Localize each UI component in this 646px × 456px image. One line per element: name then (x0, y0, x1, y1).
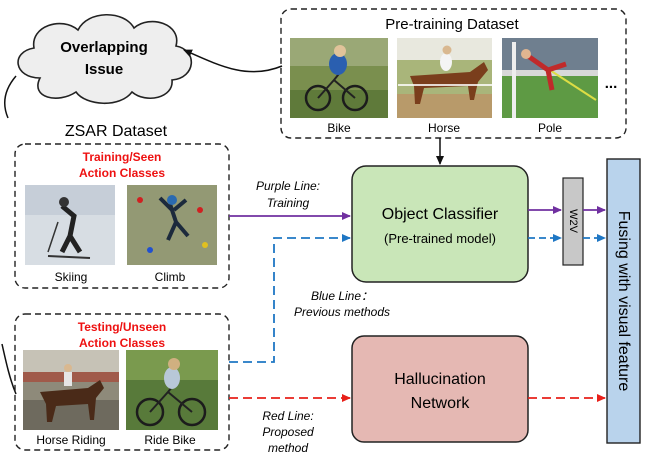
zsar-title: ZSAR Dataset (65, 123, 168, 140)
pretraining-label-horse: Horse (428, 121, 460, 135)
hallucination-title-line1: Hallucination (394, 371, 486, 388)
red-line-label-1: Red Line: (262, 409, 313, 423)
red-line-label-3: method (268, 441, 308, 455)
pretraining-label-bike: Bike (327, 121, 351, 135)
arrow-to-cloud (183, 49, 283, 73)
hallucination-network-box: Hallucination Network (351, 335, 529, 443)
blue-previous-methods-line (229, 234, 351, 363)
blue-line-label-1: Blue Line： (311, 289, 373, 303)
seen-classes-box: Training/Seen Action Classes Skiing Clim… (14, 143, 230, 289)
pretraining-dataset-box: Pre-training Dataset Bike Horse (280, 8, 627, 139)
pretraining-title: Pre-training Dataset (385, 16, 519, 33)
cloud-text-line1: Overlapping (60, 39, 148, 56)
left-arc-line (3, 75, 17, 119)
hallucination-title-line2: Network (411, 395, 471, 412)
classifier-title: Object Classifier (382, 206, 499, 223)
object-classifier-box: Object Classifier (Pre-trained model) (351, 165, 529, 283)
seen-heading-line1: Training/Seen (83, 150, 162, 164)
unseen-heading-line1: Testing/Unseen (78, 320, 166, 334)
red-line-label-2: Proposed (262, 425, 314, 439)
seen-label-climb: Climb (155, 270, 186, 284)
cloud-text-line2: Issue (85, 61, 123, 78)
unseen-label-horse-riding: Horse Riding (36, 433, 105, 447)
fusing-label: Fusing with visual feature (615, 211, 632, 392)
unseen-heading-line2: Action Classes (79, 336, 165, 350)
left-arc-line-lower (1, 343, 17, 395)
w2v-box: W2V (562, 177, 584, 266)
blue-line-label-2: Previous methods (294, 305, 390, 319)
w2v-label: W2V (567, 209, 579, 234)
classifier-subtitle: (Pre-trained model) (384, 231, 496, 246)
unseen-classes-box: Testing/Unseen Action Classes Horse Ridi… (14, 313, 230, 451)
overlapping-issue-cloud: Overlapping Issue (17, 14, 193, 104)
cyclist-photo-icon (290, 38, 388, 118)
fusing-box: Fusing with visual feature (606, 158, 641, 444)
purple-line-label-2: Training (267, 196, 310, 210)
ride-bike-photo-icon (126, 350, 218, 430)
pretraining-label-pole: Pole (538, 121, 562, 135)
seen-label-skiing: Skiing (55, 270, 88, 284)
pretraining-ellipsis: ... (605, 75, 618, 92)
climbing-photo-icon (127, 185, 217, 265)
horse-riding-photo-icon (23, 350, 119, 430)
pole-vault-photo-icon (502, 38, 598, 118)
unseen-label-ride-bike: Ride Bike (144, 433, 196, 447)
horse-photo-icon (397, 38, 492, 118)
skiing-photo-icon (25, 185, 115, 265)
purple-line-label-1: Purple Line: (256, 179, 320, 193)
seen-heading-line2: Action Classes (79, 166, 165, 180)
